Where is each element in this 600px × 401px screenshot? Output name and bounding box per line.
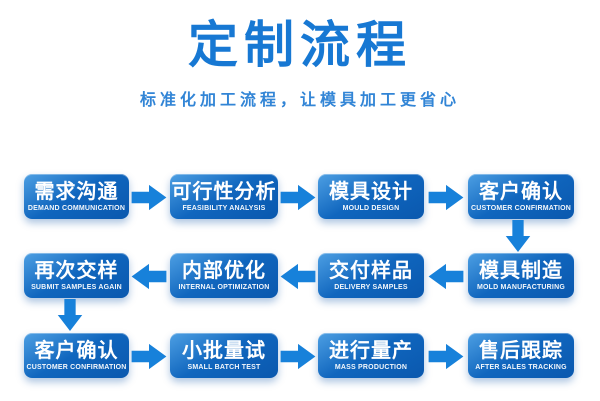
flow-step-mold-manufacturing: 模具制造 MOLD MANUFACTURING	[468, 253, 574, 298]
step-label-zh: 小批量试	[182, 340, 266, 362]
flow-step-mass-production: 进行量产 MASS PRODUCTION	[318, 333, 424, 378]
page-subtitle: 标准化加工流程，让模具加工更省心	[139, 92, 460, 109]
step-label-en: MOLD MANUFACTURING	[477, 284, 565, 291]
flow-step-customer-confirmation: 客户确认 CUSTOMER CONFIRMATION	[468, 174, 574, 219]
step-label-zh: 可行性分析	[171, 181, 277, 203]
step-label-en: INTERNAL OPTIMIZATION	[178, 284, 270, 291]
flow-step-customer-confirmation-2: 客户确认 CUSTOMER CONFIRMATION	[24, 333, 129, 378]
step-label-zh: 再次交样	[34, 260, 119, 282]
step-label-en: CUSTOMER CONFIRMATION	[26, 364, 127, 371]
step-label-en: AFTER SALES TRACKING	[475, 364, 567, 371]
arrow-right-icon	[131, 184, 167, 211]
step-label-zh: 交付样品	[329, 260, 413, 282]
step-label-en: MOULD DESIGN	[342, 205, 400, 212]
arrow-right-icon	[280, 184, 316, 211]
flow-step-small-batch-test: 小批量试 SMALL BATCH TEST	[170, 333, 278, 378]
flow-step-delivery-samples: 交付样品 DELIVERY SAMPLES	[318, 253, 424, 298]
step-label-zh: 内部优化	[182, 260, 266, 282]
step-label-zh: 进行量产	[329, 340, 413, 362]
flow-step-feasibility-analysis: 可行性分析 FEASIBILITY ANALYSIS	[170, 174, 278, 219]
step-label-zh: 模具制造	[479, 260, 563, 282]
step-label-zh: 客户确认	[479, 181, 563, 203]
flow-step-after-sales-tracking: 售后跟踪 AFTER SALES TRACKING	[468, 333, 574, 378]
step-label-en: SUBMIT SAMPLES AGAIN	[31, 284, 122, 291]
step-label-zh: 售后跟踪	[479, 340, 563, 362]
step-label-en: DEMAND COMMUNICATION	[27, 205, 126, 212]
arrow-left-icon	[428, 263, 464, 290]
arrow-left-icon	[280, 263, 316, 290]
arrow-down-icon	[505, 220, 531, 252]
step-label-en: FEASIBILITY ANALYSIS	[182, 205, 266, 212]
step-label-en: DELIVERY SAMPLES	[334, 284, 408, 291]
arrow-right-icon	[428, 343, 464, 370]
arrow-right-icon	[428, 184, 464, 211]
step-label-en: SMALL BATCH TEST	[187, 364, 261, 371]
step-label-zh: 需求沟通	[34, 181, 119, 203]
flow-step-submit-samples-again: 再次交样 SUBMIT SAMPLES AGAIN	[24, 253, 129, 298]
step-label-en: CUSTOMER CONFIRMATION	[471, 205, 571, 212]
flow-step-demand-communication: 需求沟通 DEMAND COMMUNICATION	[24, 174, 129, 219]
step-label-en: MASS PRODUCTION	[334, 364, 408, 371]
step-label-zh: 模具设计	[329, 181, 413, 203]
arrow-left-icon	[131, 263, 167, 290]
arrow-right-icon	[131, 343, 167, 370]
step-label-zh: 客户确认	[34, 340, 119, 362]
arrow-down-icon	[57, 299, 83, 331]
page-title: 定制流程	[188, 17, 412, 73]
flow-step-internal-optimization: 内部优化 INTERNAL OPTIMIZATION	[170, 253, 278, 298]
arrow-right-icon	[280, 343, 316, 370]
flow-step-mould-design: 模具设计 MOULD DESIGN	[318, 174, 424, 219]
